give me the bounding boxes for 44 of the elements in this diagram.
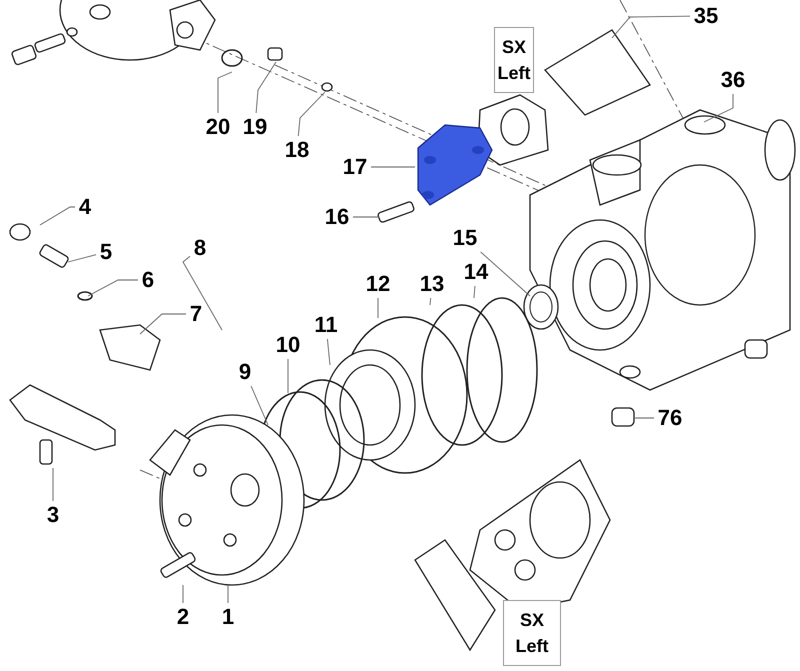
callout-number: 6 [138,266,158,294]
callout-number: 76 [654,404,686,432]
leader-line [430,298,432,306]
leader-line [352,216,380,218]
leader-line [256,62,276,114]
leader-line [68,254,96,262]
callout-number: 35 [690,2,722,30]
callout-number: 8 [190,234,210,262]
callout-number: 12 [362,270,394,298]
leader-line [40,206,76,226]
side-label-box: SX Left [494,27,534,93]
callout-number: 20 [202,113,234,141]
leader-line [52,468,54,502]
leader-line [704,94,734,122]
leader-line [612,16,690,38]
callout-number: 16 [321,203,353,231]
leader-line [140,314,186,334]
callout-number: 1 [218,603,238,631]
leader-line [88,280,138,296]
leader-line [250,386,268,426]
callout-number: 14 [460,258,492,286]
leader-line [326,338,330,366]
callout-number: 9 [235,358,255,386]
callout-number: 13 [416,270,448,298]
leader-line [218,72,232,114]
leader-line [182,256,222,330]
callout-number: 5 [96,238,116,266]
leader-line [474,286,476,298]
callout-number: 10 [272,331,304,359]
side-label-box: SX Left [503,600,561,666]
callout-number: 18 [281,136,313,164]
callout-number: 15 [449,224,481,252]
callout-number: 7 [186,300,206,328]
leader-line [370,166,416,168]
callout-number: 3 [43,501,63,529]
callout-number: 4 [75,193,95,221]
callout-number: 2 [173,603,193,631]
callout-number: 17 [339,153,371,181]
leader-line [480,252,530,296]
callout-number: 11 [310,311,342,339]
leader-line [298,92,326,136]
callout-number: 19 [239,113,271,141]
leader-line [182,584,184,604]
callout-number: 36 [717,66,749,94]
